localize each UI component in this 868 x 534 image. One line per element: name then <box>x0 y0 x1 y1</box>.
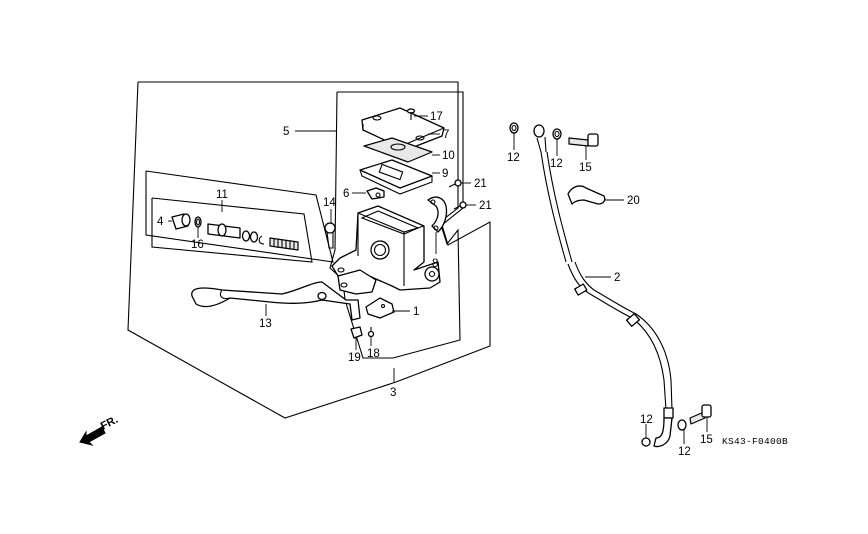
piston-parts <box>171 213 299 251</box>
callout-14[interactable]: 14 <box>323 197 336 209</box>
subassembly-5-boundary <box>329 91 461 359</box>
screw-nut-parts <box>350 326 375 339</box>
brake-hose-part <box>533 124 674 448</box>
callout-21a[interactable]: 21 <box>474 178 487 190</box>
callout-labels: 1 2 3 4 5 6 7 8 9 10 11 12 12 12 12 13 1… <box>157 111 713 458</box>
callout-10[interactable]: 10 <box>442 150 455 162</box>
callout-11[interactable]: 11 <box>216 189 228 201</box>
callout-4[interactable]: 4 <box>157 216 164 228</box>
callout-15a[interactable]: 15 <box>579 162 592 174</box>
holder-plate-part <box>365 297 395 319</box>
callout-15b[interactable]: 15 <box>700 434 713 446</box>
diagram-code: KS43-F0400B <box>722 436 788 447</box>
callout-12c[interactable]: 12 <box>640 414 653 426</box>
callout-7[interactable]: 7 <box>443 129 449 141</box>
cap-screw-part <box>406 108 416 120</box>
diaphragm-part <box>363 137 433 163</box>
pivot-bolt-part <box>324 222 336 249</box>
callout-17[interactable]: 17 <box>430 111 443 123</box>
callout-13[interactable]: 13 <box>259 318 272 330</box>
master-cylinder-body <box>331 205 441 295</box>
callout-18[interactable]: 18 <box>367 348 380 360</box>
callout-21b[interactable]: 21 <box>479 200 492 212</box>
callout-16[interactable]: 16 <box>191 239 204 251</box>
holder-part <box>427 196 448 233</box>
callout-12d[interactable]: 12 <box>678 446 691 458</box>
washer-bolt-parts <box>509 122 712 447</box>
front-arrow-icon <box>79 426 106 446</box>
reservoir-cap-part <box>361 107 445 151</box>
float-plate-part <box>366 187 385 200</box>
callout-2[interactable]: 2 <box>614 272 620 284</box>
brake-lever-part <box>191 281 361 321</box>
callout-6[interactable]: 6 <box>343 188 349 200</box>
piston-set-11-boxes <box>145 170 334 263</box>
callout-20[interactable]: 20 <box>627 195 640 207</box>
diaphragm-plate-part <box>359 159 433 195</box>
callout-5[interactable]: 5 <box>283 126 289 138</box>
callout-1[interactable]: 1 <box>413 306 419 318</box>
callout-12a[interactable]: 12 <box>507 152 520 164</box>
front-label: FR. <box>99 414 120 433</box>
callout-19[interactable]: 19 <box>348 352 361 364</box>
callout-12b[interactable]: 12 <box>550 158 563 170</box>
front-direction-marker: FR. <box>79 414 120 446</box>
leader-lines <box>168 115 708 444</box>
callout-8[interactable]: 8 <box>432 258 438 270</box>
callout-3[interactable]: 3 <box>390 387 396 399</box>
callout-9[interactable]: 9 <box>442 168 448 180</box>
hose-clamp-part <box>567 185 606 205</box>
